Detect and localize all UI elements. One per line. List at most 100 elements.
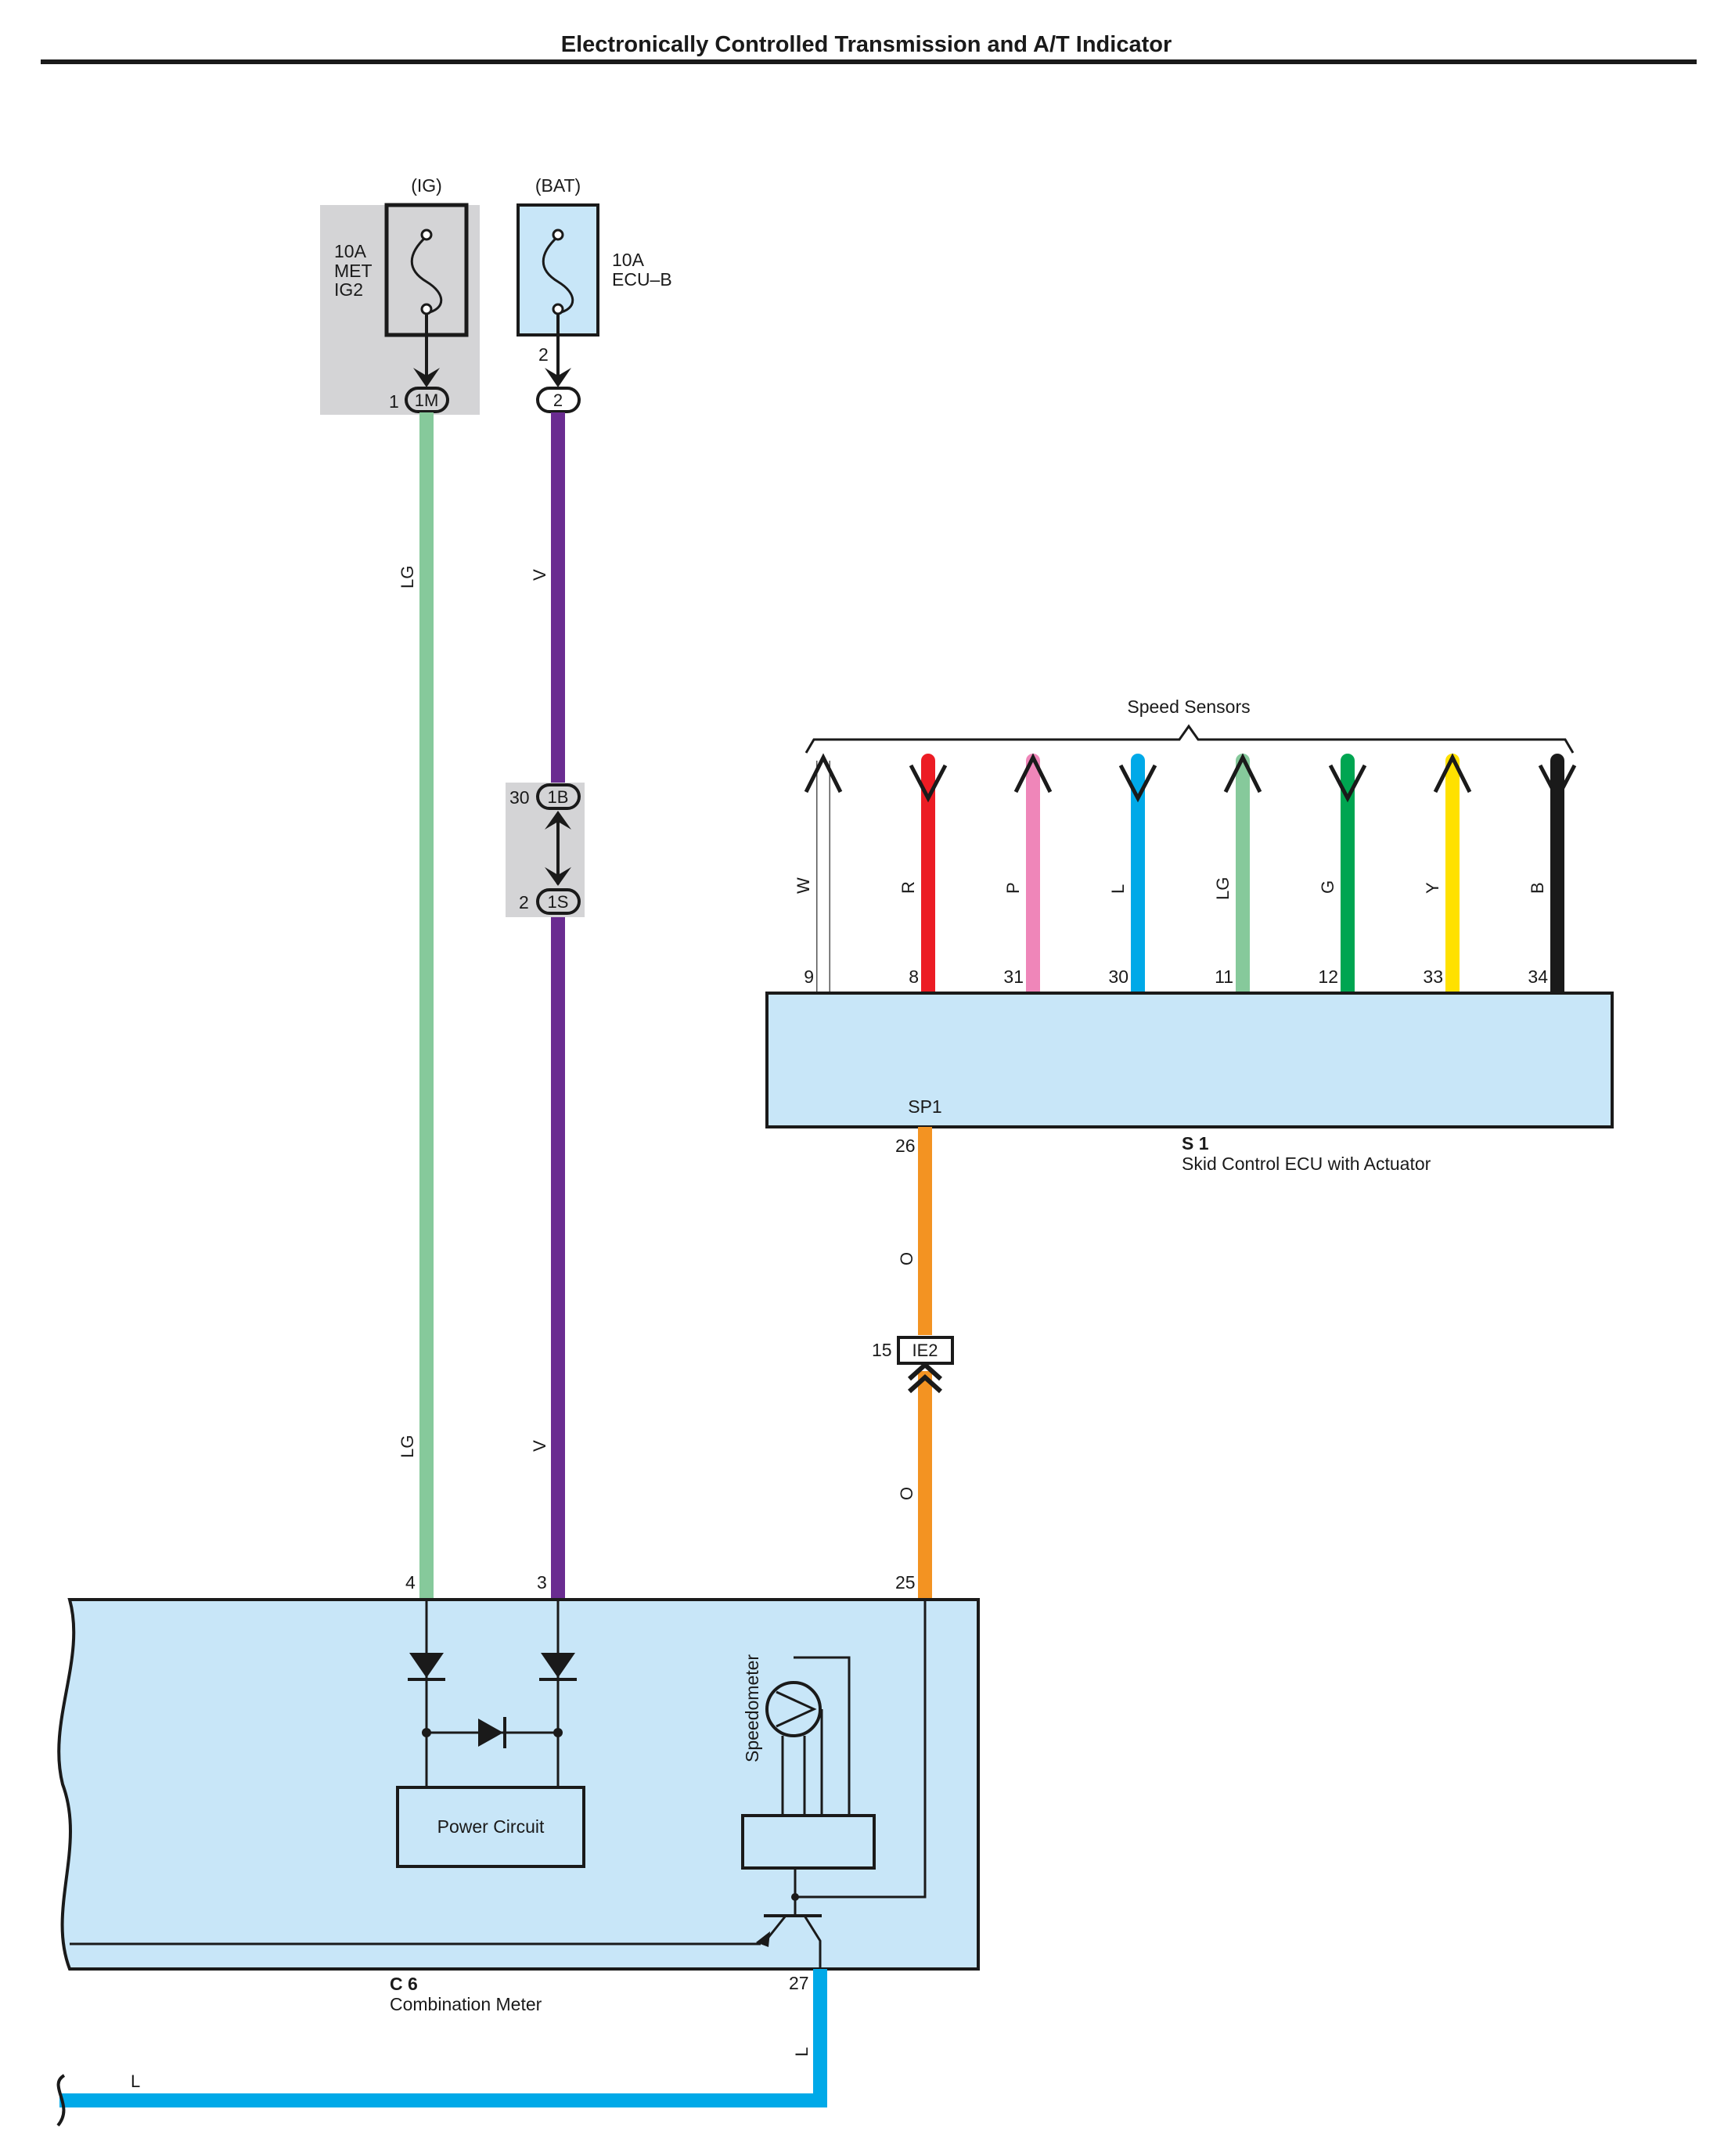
meter-code: C 6 (390, 1974, 418, 1994)
sensor-color-label-rr-plus: Y (1423, 882, 1442, 894)
meter-pin-25: 25 (895, 1572, 916, 1593)
fuse-bat-pin: 2 (538, 344, 549, 365)
wire-v-label-upper: V (530, 569, 549, 581)
fuse-ig-name2: IG2 (334, 279, 363, 300)
sensor-pin-rl-minus: 12 (1318, 966, 1338, 987)
skid-control-ecu-box (765, 992, 1614, 1128)
wire-l-label-vertical: L (792, 2047, 812, 2057)
wire-l-label-horizontal: L (131, 2071, 140, 2091)
connector-1b (536, 783, 581, 810)
transistor-collector-icon (765, 1915, 787, 1940)
sensor-arrow-up-icon-fr-plus (1013, 753, 1053, 794)
connector-2 (536, 387, 581, 413)
fuse-ig-group: (IG) 10A MET IG2 (320, 175, 480, 415)
wire-lg-label-lower: LG (398, 1435, 417, 1458)
sensor-pin-rr-minus: 34 (1528, 966, 1548, 987)
sensor-pin-fr-plus: 31 (1003, 966, 1024, 987)
sensor-arrow-down-icon-fr-minus (1118, 764, 1157, 803)
connector-1s (536, 888, 581, 915)
power-circuit-box (396, 1786, 585, 1868)
meter-pin-27: 27 (789, 1973, 809, 1993)
sensor-color-label-rl-plus: LG (1213, 877, 1233, 900)
wire-lg-label-upper: LG (398, 566, 417, 588)
fuse-ig-source: (IG) (411, 175, 442, 196)
sensor-pin-fl-plus: 9 (804, 966, 814, 987)
sensor-arrow-down-icon-rl-minus (1328, 764, 1367, 803)
diode-v-icon (541, 1653, 575, 1678)
speed-sensors-brace (805, 724, 1575, 754)
fuse-ig-rating: 10A (334, 241, 367, 261)
sensor-arrow-up-icon-fl-plus (804, 753, 843, 794)
sensor-arrow-down-icon-rr-minus (1538, 764, 1577, 803)
combination-meter-box (57, 1598, 980, 1971)
page-title: Electronically Controlled Transmission a… (561, 32, 1172, 57)
sensor-pin-fr-minus: 30 (1108, 966, 1128, 987)
wire-o-label-lower: O (897, 1487, 916, 1500)
fuse-bat-name: ECU–B (612, 269, 672, 290)
fuse-bat-terminal-top-icon (552, 229, 564, 241)
meter-name: Combination Meter (390, 1994, 542, 2014)
meter-o-internal (795, 1600, 927, 1899)
speedometer-gauge-icon (765, 1681, 822, 1737)
sensor-color-label-fl-minus: R (898, 881, 918, 894)
connector-ie2-pin: 15 (872, 1340, 892, 1360)
sensor-color-label-rl-minus: G (1318, 880, 1337, 894)
sensor-arrow-up-icon-rl-plus (1223, 753, 1262, 794)
transistor-emitter-icon (803, 1915, 822, 1969)
fuse-bat-element-icon (542, 235, 574, 315)
wire-v-label-lower: V (530, 1440, 549, 1452)
meter-pin-4: 4 (405, 1572, 416, 1593)
connector-2-name: 2 (553, 391, 563, 410)
fuse-bat-terminal-bottom-icon (552, 303, 564, 315)
connector-1b-arrow-icon (545, 811, 571, 830)
fuse-bat-rating: 10A (612, 250, 645, 270)
fuse-ig-name1: MET (334, 261, 373, 281)
connector-1m-arrow-icon (413, 368, 440, 387)
sensor-color-label-fr-plus: P (1003, 882, 1023, 894)
connector-ie2-chevron-icon (907, 1361, 943, 1394)
skid-ecu-terminal-sp1: SP1 (908, 1096, 941, 1117)
connector-1m (405, 387, 449, 413)
connector-1b-name: 1B (548, 787, 569, 807)
sensor-arrow-down-icon-fl-minus (909, 764, 948, 803)
speedometer-driver-box (741, 1814, 876, 1870)
fuse-ig-element-icon (410, 235, 443, 315)
connector-1m-name: 1M (415, 391, 439, 410)
connector-2-arrow-icon (545, 368, 571, 387)
skid-ecu-code: S 1 (1182, 1133, 1209, 1154)
fuse-bat-group: (BAT) 10A ECU–B 2 (517, 175, 672, 387)
speedometer-wiring (781, 1656, 851, 1816)
junction-v-icon (553, 1728, 563, 1737)
fuse-ig-terminal-bottom-icon (420, 303, 433, 315)
sensor-color-label-fl-plus: W (794, 877, 813, 894)
wire-o-label-upper: O (897, 1252, 916, 1265)
sensor-color-label-rr-minus: B (1528, 882, 1547, 894)
connector-1m-pin: 1 (389, 391, 399, 412)
sensor-pin-fl-minus: 8 (909, 966, 919, 987)
power-circuit-label: Power Circuit (437, 1816, 545, 1837)
skid-ecu-pin-26: 26 (895, 1136, 916, 1156)
sensor-color-label-fr-minus: L (1108, 884, 1128, 894)
meter-pin-3: 3 (537, 1572, 547, 1593)
speedometer-needle-icon (776, 1690, 817, 1728)
wire-break-icon (56, 2074, 66, 2127)
speed-sensors-label: Speed Sensors (1127, 696, 1250, 717)
wire-l-output (59, 1969, 827, 2107)
sensor-arrow-up-icon-rr-plus (1433, 753, 1472, 794)
junction-lg-icon (422, 1728, 431, 1737)
connector-ie2-name: IE2 (912, 1341, 938, 1360)
sensor-pin-rl-plus: 11 (1215, 966, 1233, 987)
fuse-bat-source: (BAT) (535, 175, 581, 196)
speedometer-label: Speedometer (742, 1654, 762, 1762)
connector-1s-name: 1S (548, 892, 569, 912)
connector-1b-pin: 30 (509, 787, 530, 808)
connector-1s-arrow-icon (545, 867, 571, 886)
diode-bridge-icon (478, 1719, 503, 1747)
diode-lg-icon (409, 1653, 444, 1678)
connector-1s-pin: 2 (519, 892, 529, 912)
fuse-ig-terminal-top-icon (420, 229, 433, 241)
sensor-pin-rr-plus: 33 (1423, 966, 1443, 987)
speed-sensor-lines: W9FL+R8FL–P31FR+L30FR–LG11RL+G12RL–Y33RR… (794, 753, 1577, 1020)
skid-ecu-name: Skid Control ECU with Actuator (1182, 1154, 1431, 1174)
